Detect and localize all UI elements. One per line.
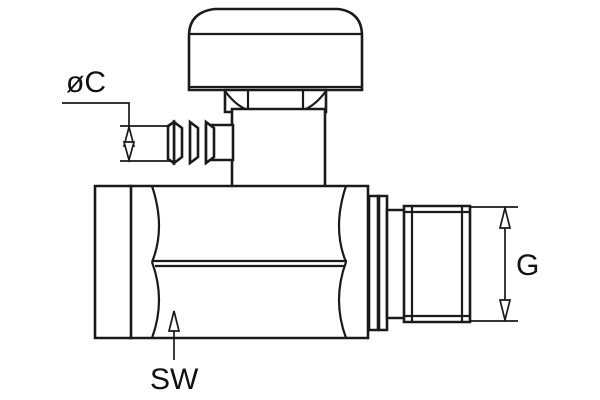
g-arrow-down: [498, 299, 512, 321]
dimension-label-thread-g: G: [516, 249, 539, 282]
oc-leader: [62, 102, 130, 126]
cap-knob: [187, 7, 364, 92]
dimension-label-wrench-sw: SW: [150, 363, 199, 396]
sw-arrow-up: [167, 310, 181, 332]
hose-barb: [166, 119, 235, 166]
left-end-cap: [93, 184, 133, 340]
outlet-nipple: [385, 204, 472, 324]
dimension-diameter-c: øC: [62, 66, 170, 164]
dimension-thread-g: G: [471, 206, 539, 322]
stem-block: [230, 107, 327, 190]
hex-body: [128, 184, 370, 340]
flange-washer: [367, 194, 389, 332]
dimension-wrench-sw: SW: [150, 310, 199, 396]
dimension-label-diameter-c: øC: [66, 66, 106, 99]
g-arrow-up: [498, 207, 512, 229]
oc-arrow-down: [122, 141, 136, 164]
